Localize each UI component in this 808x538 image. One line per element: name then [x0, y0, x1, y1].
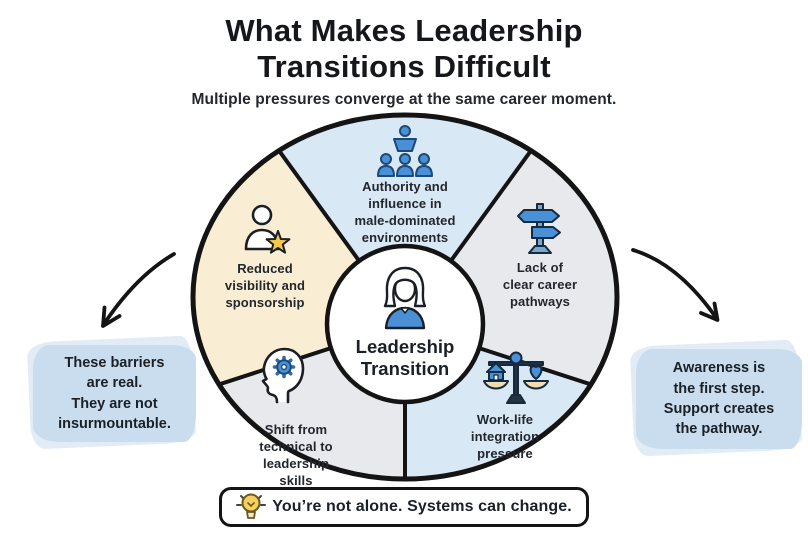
segment-technical-shift-label: Shift from technical to leadership skill…	[259, 422, 333, 489]
page-title-line-2: Transitions Difficult	[257, 49, 551, 85]
wheel-outer-ring	[190, 112, 620, 482]
balance-scale-icon	[482, 350, 550, 407]
presenter-audience-icon	[377, 124, 433, 178]
segment-technical-shift-wedge	[193, 324, 405, 479]
segment-authority-label: Authority and influence in male-dominate…	[354, 179, 456, 246]
segment-work-life-label: Work-life integration pressure	[470, 412, 540, 462]
page-title: What Makes Leadership Transitions Diffic…	[0, 13, 808, 86]
segment-work-life-wedge	[405, 324, 617, 479]
center-label: Leadership Transition	[355, 336, 455, 379]
lightbulb-icon	[234, 491, 268, 523]
callout-right: Awareness is the first step. Support cre…	[636, 349, 802, 449]
segment-career-pathways-label: Lack of clear career pathways	[502, 260, 578, 310]
segment-visibility-label: Reduced visibility and sponsorship	[224, 261, 306, 311]
left-curved-arrow	[101, 252, 176, 328]
brush-highlight	[33, 345, 196, 442]
right-curved-arrow	[631, 248, 720, 322]
bottom-banner: You’re not alone. Systems can change.	[219, 487, 589, 527]
subtitle: Multiple pressures converge at the same …	[191, 91, 617, 108]
callout-right-text: Awareness is the first step. Support cre…	[663, 360, 775, 438]
head-gear-icon	[250, 344, 308, 404]
person-star-icon	[240, 202, 296, 258]
brush-highlight	[636, 349, 802, 449]
callout-left: These barriers are real. They are not in…	[33, 345, 196, 442]
segment-career-pathways-wedge	[405, 115, 617, 430]
segment-visibility-wedge	[193, 115, 405, 430]
signpost-icon	[516, 200, 564, 256]
page-title-line-1: What Makes Leadership	[225, 13, 583, 48]
callout-left-text: These barriers are real. They are not in…	[58, 354, 171, 432]
banner-text: You’re not alone. Systems can change.	[272, 498, 572, 515]
woman-avatar-icon	[374, 264, 436, 332]
gear-glyph	[272, 355, 296, 379]
star-glyph	[265, 230, 291, 254]
